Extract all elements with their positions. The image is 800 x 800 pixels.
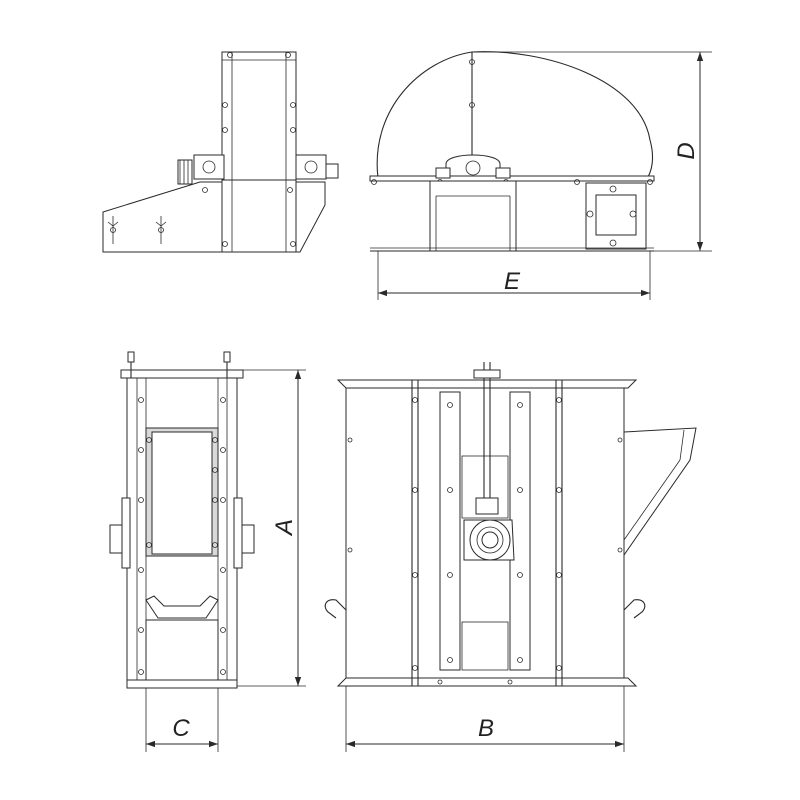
dimension-c-label: C [172, 715, 190, 742]
dimension-a: A [237, 369, 306, 687]
dimension-e-label: E [504, 268, 521, 295]
dimension-b: B [345, 686, 625, 752]
side-view-top-left [102, 51, 339, 253]
dimension-d: D [472, 51, 712, 252]
side-view-bottom-left [109, 351, 255, 689]
dimension-b-label: B [478, 715, 494, 742]
front-view-bottom-right [324, 362, 697, 687]
dimension-a-label: A [271, 519, 298, 537]
dimension-e: E [377, 251, 651, 300]
dimension-d-label: D [673, 142, 700, 159]
dimension-c: C [145, 688, 219, 752]
front-view-top-right [369, 51, 655, 252]
